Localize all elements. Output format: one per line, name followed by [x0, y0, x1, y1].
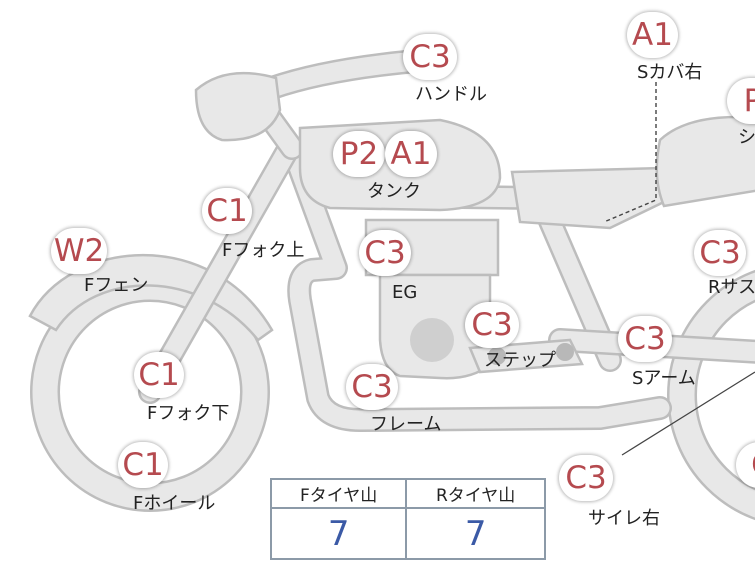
label-r-sus: Rサス [708, 277, 755, 298]
badge-silencer-right: C3 [559, 455, 613, 501]
label-handle: ハンドル [415, 84, 487, 105]
badge-s-cover-right: A1 [627, 12, 678, 58]
badge-rear-partial: C [736, 442, 755, 488]
label-eg: EG [392, 282, 418, 303]
side-cover-shape [510, 166, 670, 230]
label-f-wheel: Fホイール [133, 493, 216, 514]
engine-cover [410, 318, 454, 362]
badge-tank-a: A1 [385, 131, 437, 177]
step-peg [488, 347, 506, 365]
label-s-arm: Sアーム [632, 368, 696, 389]
label-frame: フレーム [370, 414, 442, 435]
headlight-shape [194, 71, 282, 142]
label-seat: シ [738, 127, 755, 148]
label-tank: タンク [367, 181, 421, 202]
step-peg-right [556, 343, 574, 361]
badge-frame: C3 [346, 364, 398, 410]
badge-handle: C3 [403, 34, 457, 80]
tire-tread-table: Fタイヤ山 Rタイヤ山 7 7 [269, 478, 546, 560]
badge-step: C3 [465, 302, 519, 348]
badge-f-wheel: C1 [118, 442, 168, 488]
badge-tank-p: P2 [333, 131, 385, 177]
front-tire-header: Fタイヤ山 [269, 478, 408, 509]
badge-s-arm: C3 [618, 316, 672, 362]
badge-seat: P [727, 78, 755, 124]
seat-shape [655, 115, 755, 208]
label-f-fork-upper: Fフォク上 [222, 240, 305, 261]
label-s-cover-right: Sカバ右 [637, 62, 703, 83]
leader-s-cover [603, 82, 657, 223]
label-step: ステップ [484, 350, 556, 371]
badge-eg: C3 [359, 230, 411, 276]
rear-tire-header: Rタイヤ山 [405, 478, 546, 509]
badge-f-fork-lower: C1 [134, 352, 184, 398]
label-silencer-right: サイレ右 [588, 508, 660, 529]
badge-f-fender: W2 [51, 228, 107, 274]
label-f-fender: Fフェン [84, 275, 149, 296]
badge-f-fork-upper: C1 [202, 188, 252, 234]
tire-table-value-row: 7 7 [269, 507, 546, 560]
leader-silencer [621, 371, 755, 456]
front-tire-value: 7 [269, 507, 408, 560]
rear-tire-value: 7 [405, 507, 546, 560]
tire-table-header-row: Fタイヤ山 Rタイヤ山 [269, 478, 546, 509]
badge-r-sus: C3 [694, 230, 746, 276]
label-f-fork-lower: Fフォク下 [147, 403, 230, 424]
